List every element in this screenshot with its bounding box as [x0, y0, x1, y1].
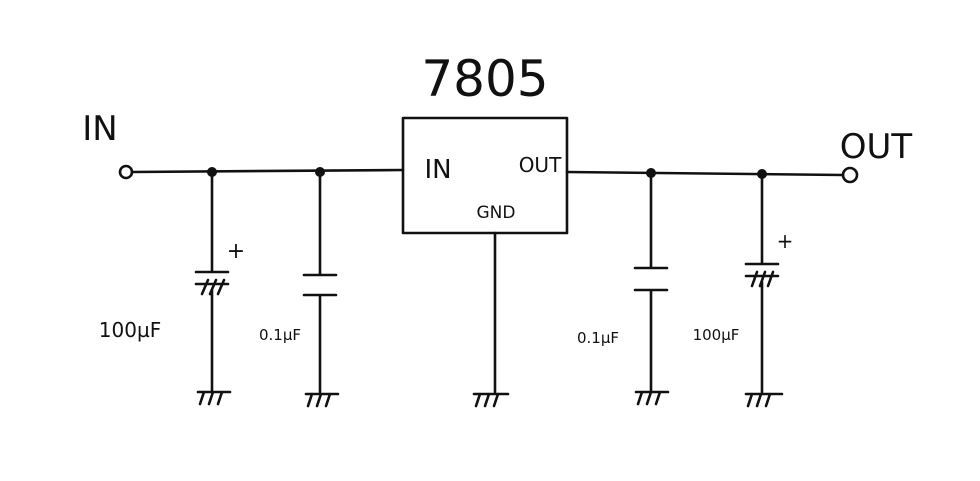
capacitor-c4: + 100µF: [693, 172, 794, 394]
c1-value: 100µF: [99, 318, 161, 342]
regulator-pin-in: IN: [424, 155, 451, 185]
input-terminal-label: IN: [82, 109, 117, 149]
capacitor-c3: 0.1µF: [577, 171, 669, 394]
c4-polarity: +: [777, 229, 794, 253]
regulator-part-label: 7805: [421, 50, 548, 108]
regulator-box: [401, 116, 569, 235]
ground-icon: [472, 392, 510, 408]
capacitor-c2: 0.1µF: [259, 170, 338, 394]
ground-icon: [634, 390, 670, 406]
capacitor-c1: + 100µF: [99, 170, 245, 394]
output-wire: [565, 170, 845, 177]
regulator-pin-gnd: GND: [477, 203, 516, 223]
output-terminal-label: OUT: [840, 127, 913, 167]
c3-value: 0.1µF: [577, 329, 619, 347]
input-wire: [130, 168, 405, 174]
ground-icon: [196, 390, 232, 406]
c4-value: 100µF: [693, 326, 740, 344]
ground-symbols: [196, 390, 784, 408]
regulator-pin-out: OUT: [519, 153, 562, 177]
ground-icon: [304, 392, 340, 408]
ground-icon: [744, 392, 784, 408]
c2-value: 0.1µF: [259, 326, 301, 344]
c1-polarity: +: [227, 239, 245, 264]
input-terminal: [118, 164, 134, 180]
output-terminal: [841, 166, 859, 184]
